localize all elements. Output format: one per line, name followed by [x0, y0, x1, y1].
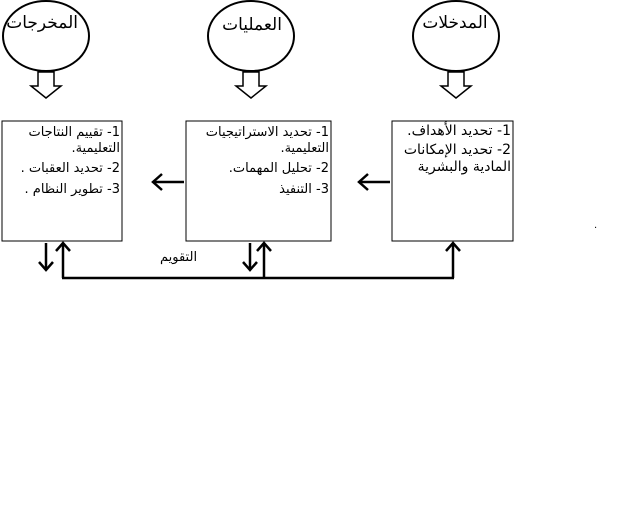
processes-circle-label: العمليات	[222, 15, 282, 35]
outputs-circle	[2, 0, 90, 72]
processes-item: 2- تحليل المهمات.	[228, 161, 329, 177]
processes-box-text: 1- تحديد الاستراتيجيات التعليمية. 2- تحل…	[190, 125, 329, 202]
feedback-label: التقويم	[160, 250, 198, 265]
inputs-circle	[412, 0, 500, 72]
arrow-processes-to-outputs	[151, 173, 184, 191]
outputs-box	[1, 120, 123, 242]
outputs-circle-label: المخرجات	[6, 13, 78, 33]
inputs-item: 2- تحديد الإمكانات المادية والبشرية	[403, 141, 511, 175]
stray-mark: .	[594, 220, 598, 231]
outputs-item: 3- تطوير النظام .	[24, 181, 120, 197]
feedback-loop	[38, 241, 461, 280]
inputs-down-block-arrow	[438, 71, 474, 99]
arrow-inputs-to-processes	[357, 173, 390, 191]
inputs-item: 1- تحديد الأهداف.	[407, 123, 511, 139]
outputs-down-block-arrow	[28, 71, 64, 99]
outputs-item: 1- تقييم النتاجات التعليمية.	[28, 125, 120, 156]
inputs-circle-label: المدخلات	[422, 13, 488, 33]
processes-circle	[207, 0, 295, 72]
outputs-item: 2- تحديد العقبات .	[20, 161, 120, 177]
processes-item: 3- التنفيذ	[279, 181, 329, 197]
inputs-box-text: 1- تحديد الأهداف. 2- تحديد الإمكانات الم…	[396, 123, 511, 180]
processes-box	[185, 120, 332, 242]
inputs-box	[391, 120, 514, 242]
processes-item: 1- تحديد الاستراتيجيات التعليمية.	[205, 125, 329, 156]
outputs-box-text: 1- تقييم النتاجات التعليمية. 2- تحديد ال…	[6, 125, 120, 202]
processes-down-block-arrow	[233, 71, 269, 99]
